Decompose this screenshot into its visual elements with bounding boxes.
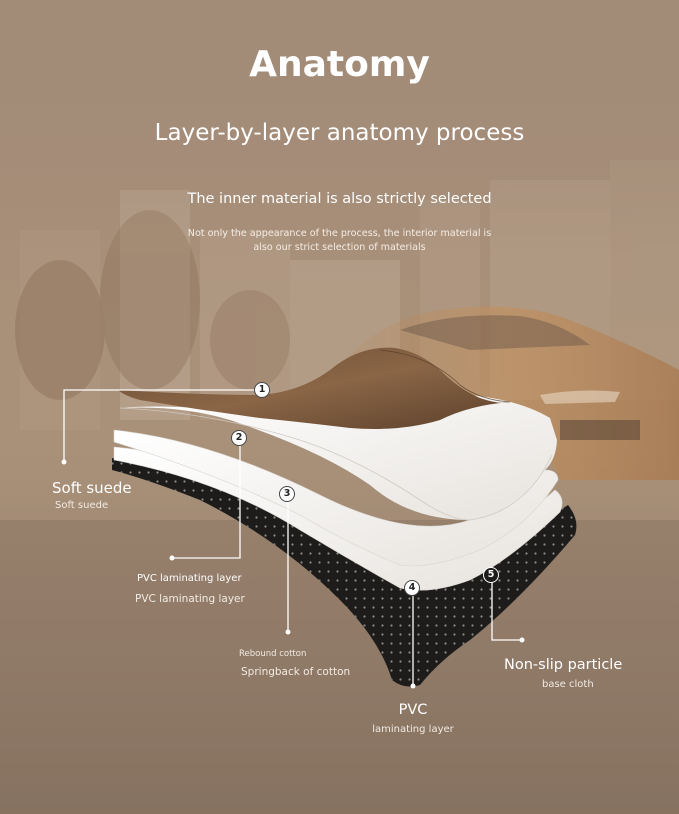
layer-number-badge-1: 1 bbox=[254, 382, 270, 398]
layer-2-pvc-laminating bbox=[119, 394, 557, 521]
layer-5-nonslip-base bbox=[112, 458, 577, 687]
layer-1-soft-suede bbox=[118, 347, 511, 429]
leader-lines bbox=[63, 389, 522, 686]
page-subtitle: Layer-by-layer anatomy process bbox=[154, 120, 525, 146]
sublabel-laminating-layer: laminating layer bbox=[372, 724, 454, 735]
label-soft-suede: Soft suede bbox=[52, 479, 132, 497]
sublabel-pvc-laminating: PVC laminating layer bbox=[135, 593, 245, 605]
section-description: Not only the appearance of the process, … bbox=[0, 227, 679, 255]
description-line-2: also our strict selection of materials bbox=[253, 242, 426, 253]
leader-line-2 bbox=[172, 445, 241, 559]
leader-dots bbox=[61, 459, 525, 689]
sublabel-springback-cotton: Springback of cotton bbox=[241, 666, 351, 678]
leader-line-5 bbox=[491, 583, 522, 641]
layer-number-badge-3: 3 bbox=[279, 486, 295, 502]
layer-number-badge-2: 2 bbox=[231, 430, 247, 446]
label-pvc: PVC bbox=[398, 702, 428, 718]
sublabel-base-cloth: base cloth bbox=[542, 679, 594, 690]
layer-3-rebound-cotton bbox=[113, 429, 559, 567]
leader-line-1 bbox=[63, 389, 255, 462]
label-pvc-laminating: PVC laminating layer bbox=[137, 573, 242, 584]
layer-number-badge-5: 5 bbox=[483, 567, 499, 583]
description-line-1: Not only the appearance of the process, … bbox=[187, 228, 492, 239]
sublabel-soft-suede: Soft suede bbox=[55, 500, 109, 511]
car-silhouette bbox=[345, 306, 679, 480]
layer-number-badge-4: 4 bbox=[404, 580, 420, 596]
page-title: Anatomy bbox=[249, 44, 430, 85]
section-heading: The inner material is also strictly sele… bbox=[187, 191, 492, 207]
label-nonslip-particle: Non-slip particle bbox=[504, 657, 623, 673]
label-rebound-cotton: Rebound cotton bbox=[239, 649, 307, 659]
